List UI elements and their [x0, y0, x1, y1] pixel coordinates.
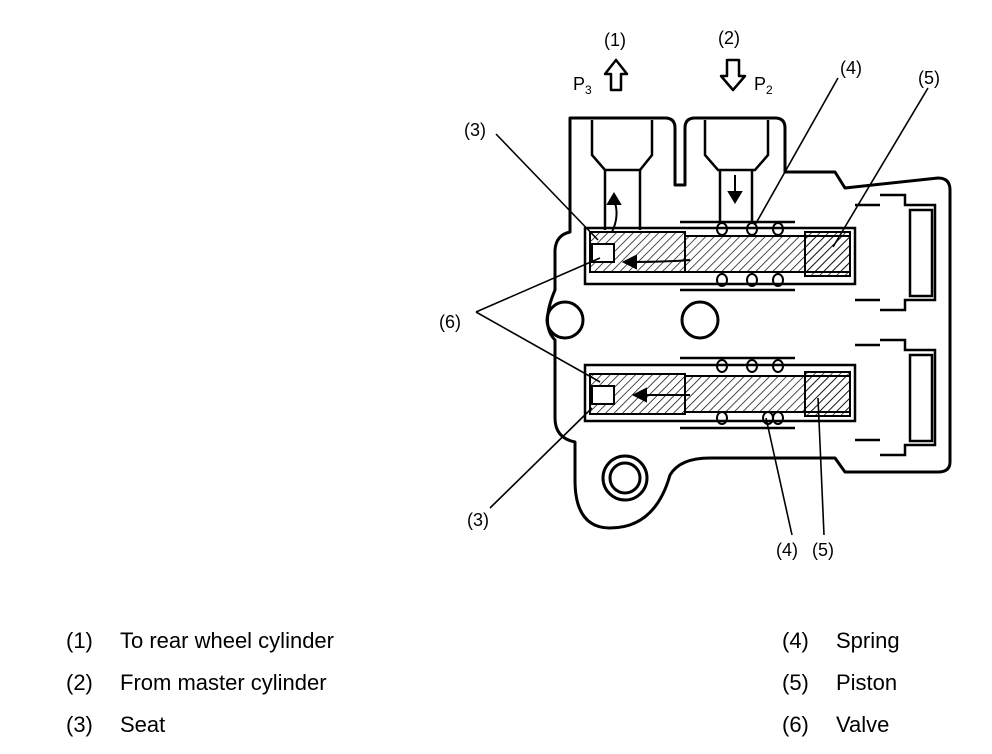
legend-number: (2) [66, 670, 93, 695]
lower-spring [716, 359, 784, 425]
svg-text:P2: P2 [754, 74, 773, 97]
upper-valve [589, 231, 686, 273]
callout-2: (2) [718, 28, 740, 48]
lower-bore [583, 343, 880, 442]
legend-number: (3) [66, 712, 93, 737]
callout-6: (6) [439, 312, 461, 332]
lower-piston [684, 371, 851, 417]
end-caps [880, 193, 937, 457]
outlet-port-1 [590, 120, 654, 230]
leader-lines [475, 77, 929, 536]
valve-body [546, 116, 952, 530]
mounting-holes [545, 300, 720, 502]
legend-label: Piston [836, 670, 898, 695]
callout-3-upper: (3) [464, 120, 486, 140]
pressure-label-p2: P2 [754, 74, 773, 97]
legend-number: (6) [782, 712, 809, 737]
callout-1: (1) [604, 30, 626, 50]
pressure-label-p3: P3 [573, 74, 592, 97]
svg-text:P3: P3 [573, 74, 592, 97]
callout-4-top: (4) [840, 58, 862, 78]
callout-5-top: (5) [918, 68, 940, 88]
legend-label: From master cylinder [120, 670, 327, 695]
upper-bore [583, 203, 880, 302]
legend-label: To rear wheel cylinder [120, 628, 334, 653]
legend-number: (1) [66, 628, 93, 653]
upper-spring [716, 222, 784, 287]
legend-label: Spring [836, 628, 900, 653]
legend-number: (5) [782, 670, 809, 695]
callout-5-bottom: (5) [812, 540, 834, 560]
upper-piston [684, 231, 851, 277]
legend-label: Seat [120, 712, 166, 737]
inlet-port-2 [703, 120, 770, 222]
callout-3-lower: (3) [467, 510, 489, 530]
callout-4-bottom: (4) [776, 540, 798, 560]
legend-label: Valve [836, 712, 890, 737]
legend-number: (4) [782, 628, 809, 653]
in-arrow-icon [719, 58, 747, 92]
out-arrow-icon [603, 58, 629, 92]
lower-valve [589, 373, 686, 415]
